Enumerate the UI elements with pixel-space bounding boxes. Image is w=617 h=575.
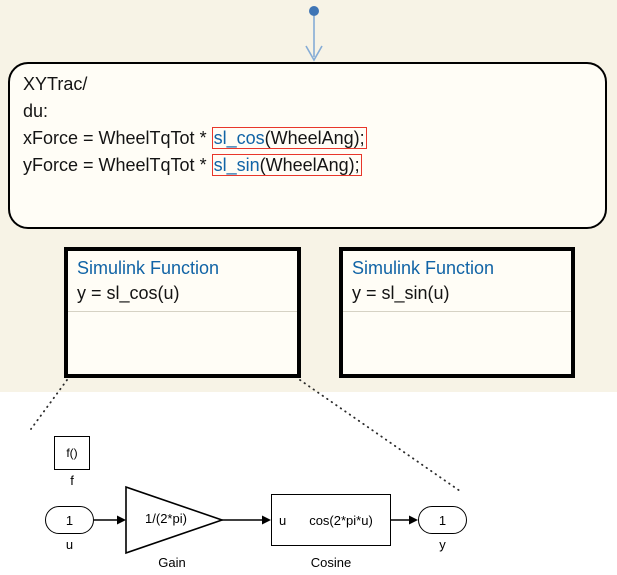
trigger-block-text: f() bbox=[66, 446, 78, 460]
xforce-suffix: (WheelAng); bbox=[264, 128, 365, 148]
zoom-guide-line-right bbox=[299, 379, 461, 492]
state-action-yforce: yForce = WheelTqTot * sl_sin(WheelAng); bbox=[23, 152, 605, 179]
state-xytrac[interactable]: XYTrac/ du: xForce = WheelTqTot * sl_cos… bbox=[8, 62, 607, 229]
function-box-signature: y = sl_cos(u) bbox=[77, 283, 180, 303]
inport-label: u bbox=[65, 537, 74, 552]
state-action-xforce: xForce = WheelTqTot * sl_cos(WheelAng); bbox=[23, 125, 605, 152]
inport-block[interactable]: 1 bbox=[45, 506, 94, 534]
cosine-label: Cosine bbox=[310, 555, 352, 570]
inport-number: 1 bbox=[65, 512, 74, 528]
slcos-call[interactable]: sl_cos bbox=[213, 128, 265, 148]
state-during-label: du: bbox=[23, 101, 49, 121]
yforce-prefix: yForce = WheelTqTot * bbox=[23, 155, 212, 175]
function-box-signature: y = sl_sin(u) bbox=[352, 283, 450, 303]
arrowhead-gain bbox=[117, 515, 126, 525]
slcos-highlight-box: sl_cos(WheelAng); bbox=[211, 127, 367, 149]
cosine-expression: cos(2*pi*u) bbox=[309, 512, 373, 528]
yforce-suffix: (WheelAng); bbox=[259, 155, 360, 175]
cosine-block[interactable]: u cos(2*pi*u) bbox=[271, 494, 391, 546]
arrowhead-cosine bbox=[262, 515, 271, 525]
state-title: XYTrac/ bbox=[23, 74, 88, 94]
outport-label: y bbox=[439, 537, 446, 552]
slsin-call[interactable]: sl_sin bbox=[213, 155, 260, 175]
cosine-input-port-label: u bbox=[279, 512, 287, 528]
trigger-block-label: f bbox=[70, 473, 74, 488]
slsin-highlight-box: sl_sin(WheelAng); bbox=[211, 154, 362, 176]
gain-label: Gain bbox=[158, 555, 186, 570]
simulink-function-slcos-header: Simulink Function y = sl_cos(u) bbox=[68, 251, 297, 312]
arrowhead-outport bbox=[409, 515, 418, 525]
outport-number: 1 bbox=[438, 512, 447, 528]
simulink-function-slsin[interactable]: Simulink Function y = sl_sin(u) bbox=[339, 247, 575, 378]
function-trigger-block[interactable]: f() bbox=[54, 436, 90, 470]
gain-expression: 1/(2*pi) bbox=[145, 511, 187, 526]
simulink-function-slsin-header: Simulink Function y = sl_sin(u) bbox=[343, 251, 571, 312]
xforce-prefix: xForce = WheelTqTot * bbox=[23, 128, 212, 148]
outport-block[interactable]: 1 bbox=[418, 506, 467, 534]
function-box-title: Simulink Function bbox=[352, 258, 495, 278]
function-box-title: Simulink Function bbox=[77, 258, 220, 278]
simulink-function-slcos[interactable]: Simulink Function y = sl_cos(u) bbox=[64, 247, 301, 378]
